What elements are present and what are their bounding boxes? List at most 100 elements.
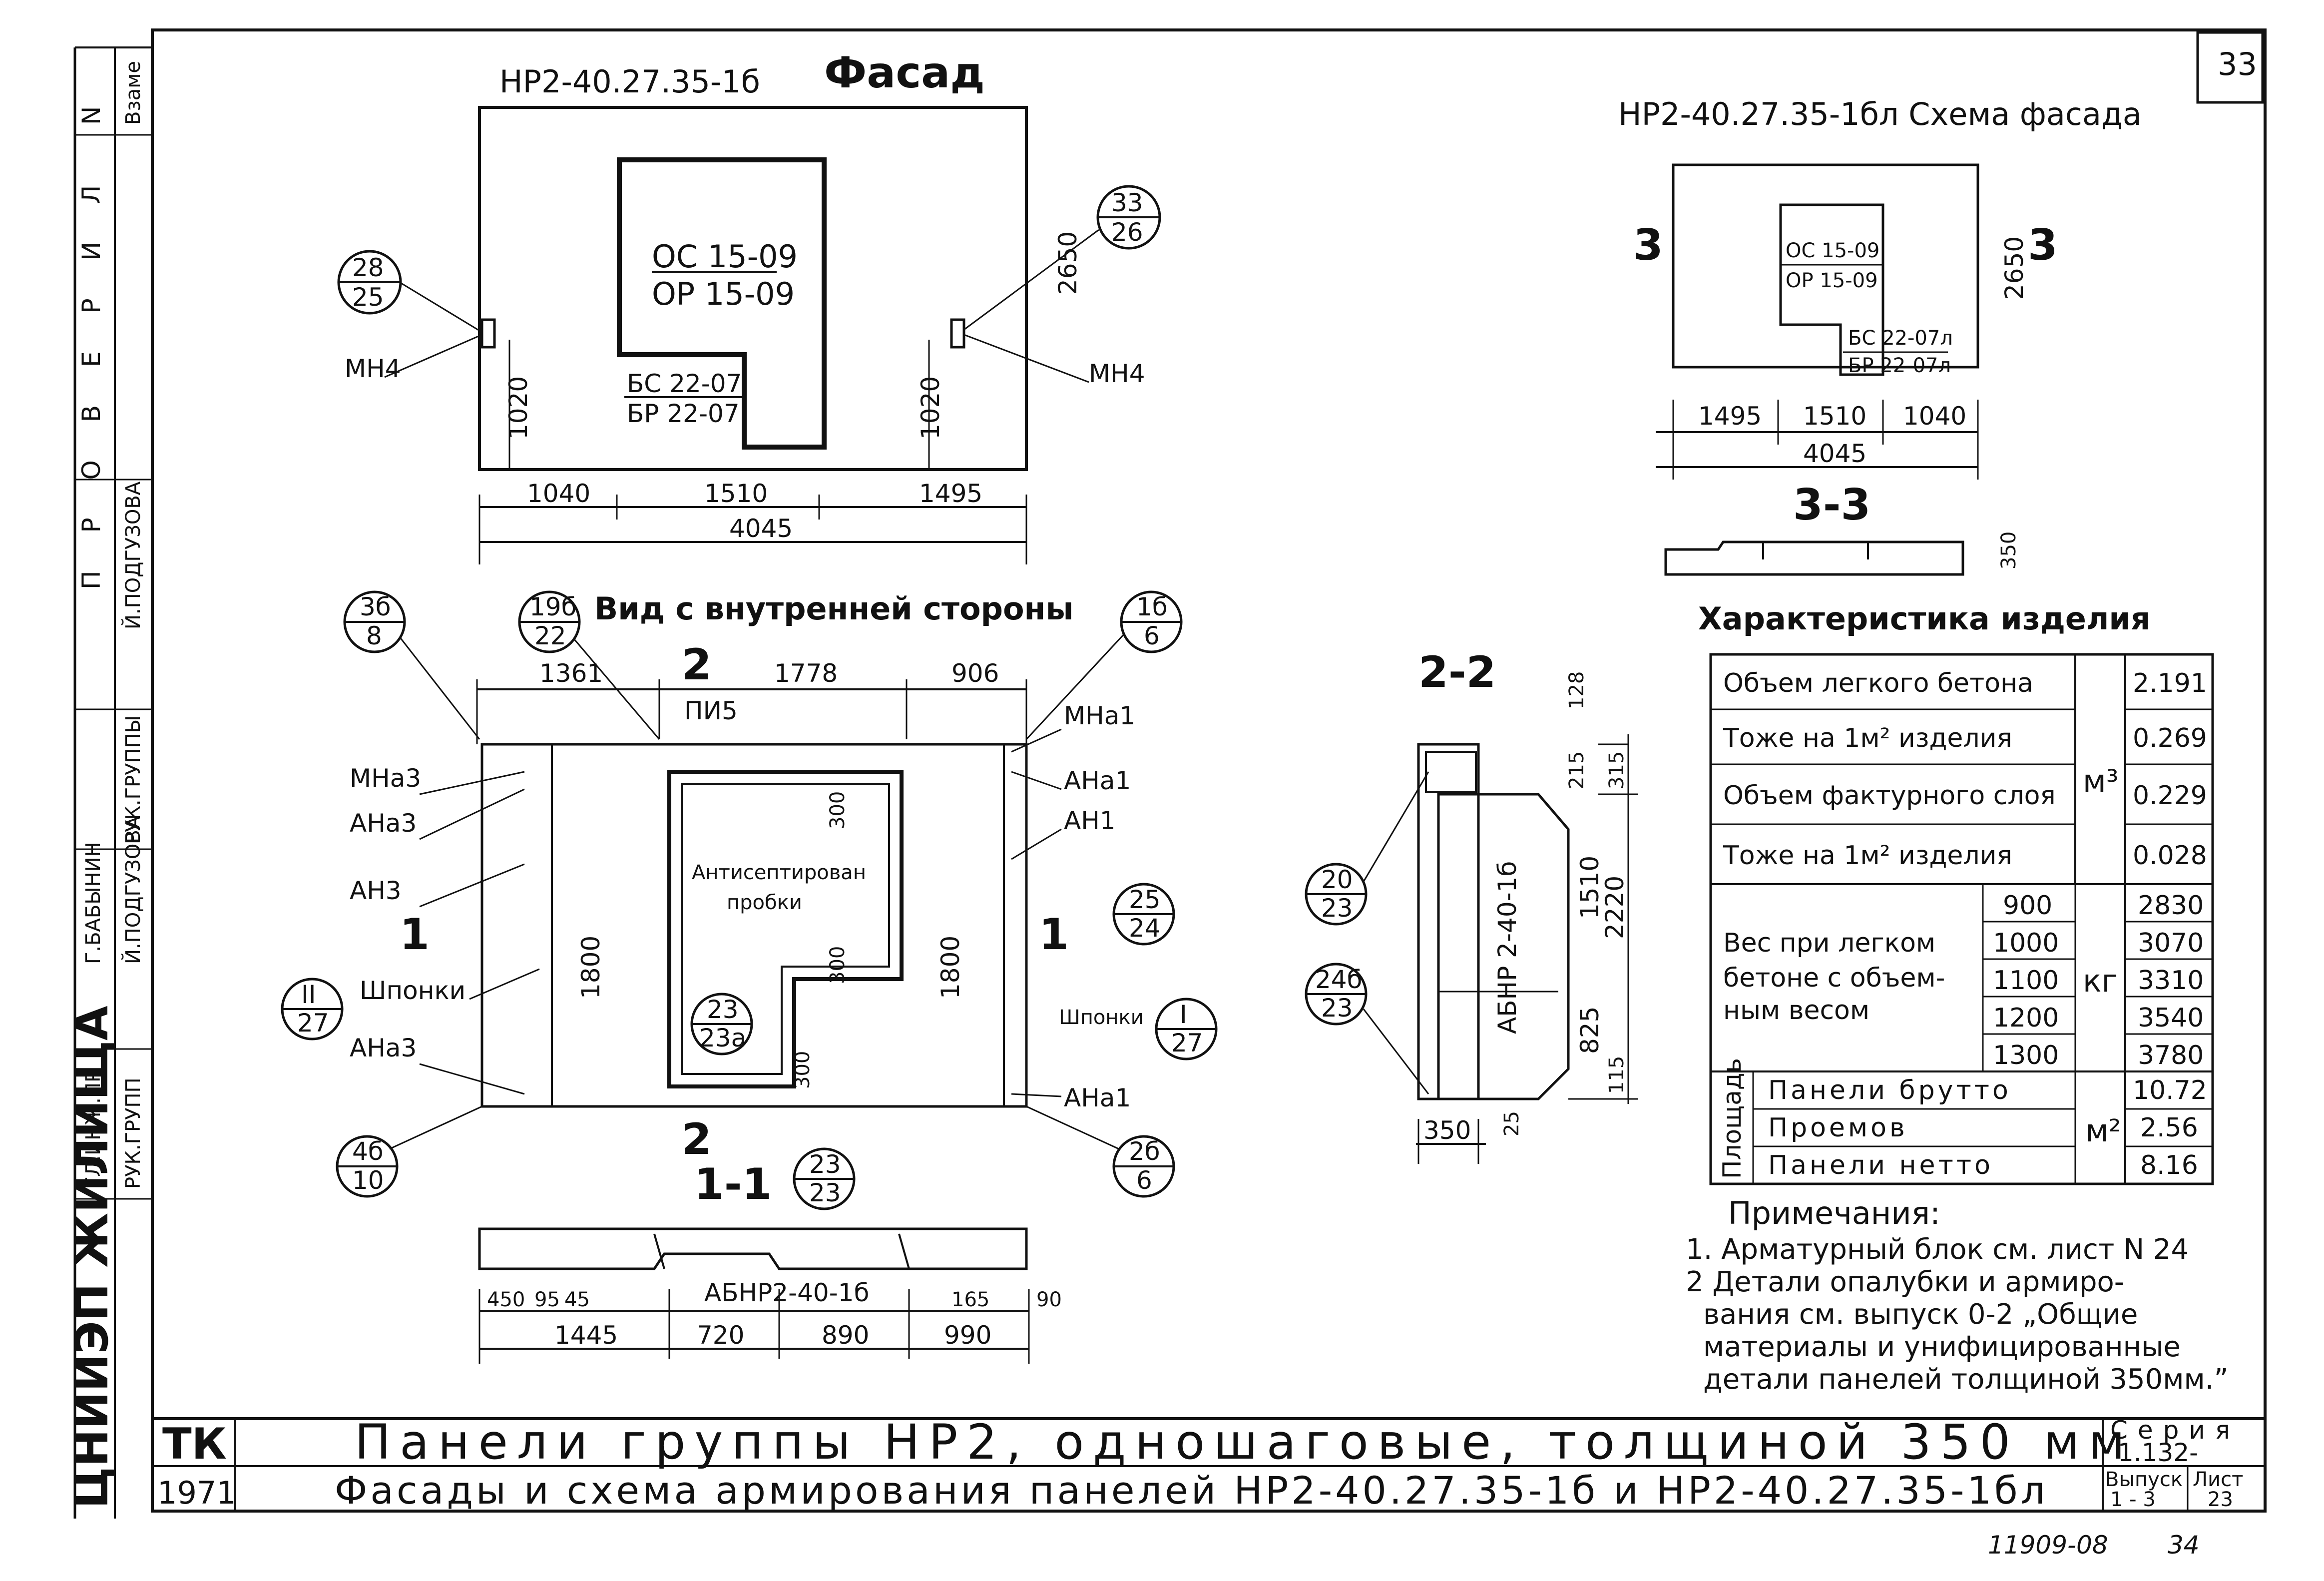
section-1-1: 1-1 23 23 АБНР2-40-1б 450 95 45 165 90 1…	[478, 1147, 1062, 1364]
title-series-label: Серия	[2110, 1416, 2240, 1445]
facade-door-label-2: БР 22-07	[627, 399, 740, 428]
char-area-2-label: Проемов	[1768, 1113, 1908, 1143]
section-22-dim-7: 115	[1605, 1056, 1628, 1094]
note-line-4: материалы и унифицированные	[1703, 1331, 2181, 1363]
inner-label-left-5: АНа3	[350, 1034, 417, 1062]
scheme-view: НР2-40.27.35-1бл Схема фасада ОС 15-09 О…	[1618, 96, 2142, 576]
inner-bubble-4: II 27	[281, 978, 344, 1041]
section-22-bubble-b-bottom: 23	[1321, 994, 1353, 1023]
inner-view: Вид с внутренней стороны 1361 1778 906 2…	[281, 590, 1218, 1198]
char-weight-label-3: ным весом	[1723, 996, 1869, 1026]
title-issue-label: Выпуск	[2105, 1468, 2183, 1491]
facade-bubble-right-bottom: 26	[1111, 218, 1143, 247]
section-22-bubble-a-bottom: 23	[1321, 894, 1353, 923]
inner-label-right-5: АНа1	[1064, 1083, 1131, 1112]
title-issue-value: 1 - 3	[2110, 1488, 2156, 1511]
inner-dim-b: 1778	[774, 659, 838, 688]
facade-bubble-right: 33 26	[963, 185, 1161, 331]
char-row-3-value: 0.229	[2133, 781, 2207, 811]
inner-sec-mark-left: 1	[400, 910, 430, 960]
char-weight-4-density: 1200	[1993, 1003, 2059, 1033]
section-11-dim-top-2: 95	[534, 1288, 560, 1311]
section-11-dim-bottom-2: 720	[697, 1321, 744, 1350]
scheme-dim-a: 1495	[1698, 402, 1762, 431]
char-weight-3-density: 1100	[1993, 966, 2059, 996]
inner-bubble-8-bottom: 6	[1136, 1166, 1152, 1195]
char-unit-volume: м³	[2083, 763, 2119, 799]
char-row-4-label: Тоже на 1м² изделия	[1723, 841, 2012, 871]
scheme-section-title: 3-3	[1793, 480, 1870, 530]
scheme-dim-c: 1040	[1903, 402, 1966, 431]
title-code: ТК	[162, 1419, 227, 1469]
inner-label-left-3: АН3	[350, 876, 402, 905]
facade-dim-a: 1040	[527, 479, 590, 508]
inner-bubble-9-bottom: 23а	[699, 1024, 746, 1053]
scheme-section-dim: 350	[1997, 531, 2020, 569]
sheet-number-box: 33	[2196, 31, 2264, 104]
inner-bubble-5: 25 24	[1112, 883, 1175, 946]
facade-door-label-1: БС 22-07	[627, 369, 742, 398]
sheet-number: 33	[2218, 46, 2257, 82]
inner-label-right-4: Шпонки	[1059, 1006, 1144, 1029]
section-22-dim-3: 215	[1565, 751, 1588, 789]
inner-view-title: Вид с внутренней стороны	[594, 590, 1073, 627]
facade-bubble-left: 28 25	[337, 250, 482, 333]
stamp-vzame: Взаме	[122, 61, 145, 125]
inner-height-right: 1800	[936, 936, 965, 999]
scheme-height-dim: 2650	[2000, 236, 2029, 300]
inner-callout-note-1: Антисептирован	[692, 861, 866, 884]
inner-bubble-4-top: II	[301, 980, 316, 1009]
facade-height-dim: 2650	[1053, 231, 1082, 295]
section-11-dim-bottom-3: 890	[822, 1321, 869, 1350]
section-11-block-label: АБНР2-40-1б	[704, 1278, 869, 1307]
title-sheet-value: 23	[2208, 1488, 2233, 1511]
char-weight-5-density: 1300	[1993, 1041, 2059, 1070]
inner-bubble-1-bottom: 8	[366, 621, 382, 650]
bottom-page: 34	[2168, 1531, 2200, 1560]
char-area-3-label: Панели нетто	[1768, 1150, 1993, 1180]
facade-mn-right: МН4	[1089, 359, 1145, 388]
inner-label-right-3: АН1	[1064, 806, 1116, 835]
inner-bubble-7-top: 4б	[352, 1137, 384, 1166]
section-22-dim-5: 2220	[1600, 876, 1629, 939]
facade-dim-c: 1495	[919, 479, 982, 508]
inner-dim-small-1: 300	[826, 791, 849, 829]
inner-bubble-3-top: 1б	[1136, 592, 1168, 621]
char-weight-1-density: 900	[2003, 891, 2052, 921]
section-22-dim-small: 25	[1500, 1111, 1523, 1136]
inner-label-left-2: АНа3	[350, 809, 417, 838]
char-row-2-label: Тоже на 1м² изделия	[1723, 723, 2012, 753]
inner-bubble-8-top: 2б	[1129, 1137, 1160, 1166]
char-weight-label-1: Вес при легком	[1723, 928, 1935, 958]
proverila-label: П Р О В Е Р И Л	[77, 170, 106, 589]
inner-sec-mark-bottom: 2	[682, 1114, 712, 1164]
section-22-title: 2-2	[1418, 647, 1496, 697]
inner-bubble-6: I 27	[1155, 998, 1218, 1060]
section-11-dim-bottom-1: 1445	[554, 1321, 618, 1350]
scheme-opening-label-2: ОР 15-09	[1786, 269, 1878, 292]
section-22-dim-1: 128	[1565, 671, 1588, 709]
inner-height-left: 1800	[576, 936, 605, 999]
inner-bubble-1: 3б 8	[343, 590, 480, 740]
char-row-1-label: Объем легкого бетона	[1723, 668, 2033, 698]
facade-mn-left: МН4	[345, 354, 401, 383]
section-11-dim-top-1: 450	[487, 1288, 525, 1311]
scheme-title: НР2-40.27.35-1бл Схема фасада	[1618, 96, 2142, 132]
note-line-5: детали панелей толщиной 350мм.”	[1703, 1363, 2229, 1396]
facade-title: НР2-40.27.35-1б	[499, 63, 760, 100]
char-area-3-value: 8.16	[2140, 1150, 2198, 1180]
inner-bubble-3: 1б 6	[1025, 590, 1183, 740]
scheme-sec-mark-right: 3	[2028, 220, 2058, 270]
char-unit-weight: кг	[2083, 963, 2118, 999]
char-row-3-label: Объем фактурного слоя	[1723, 781, 2056, 811]
char-row-2-value: 0.269	[2133, 723, 2207, 753]
strip-row-4-name: Й.ПОДГУЗОВА	[121, 816, 145, 964]
scheme-door-label-2: БР 22-07л	[1848, 354, 1951, 377]
title-block: ТК 1971 Панели группы НР2, одношаговые, …	[152, 1414, 2265, 1513]
section-11-dim-top-4: 165	[951, 1288, 989, 1311]
section-22-dim-bottom: 350	[1423, 1116, 1471, 1145]
inner-sec-mark-top: 2	[682, 640, 712, 690]
scheme-dim-b: 1510	[1803, 402, 1866, 431]
title-series-value: 1.132-	[2118, 1438, 2198, 1467]
